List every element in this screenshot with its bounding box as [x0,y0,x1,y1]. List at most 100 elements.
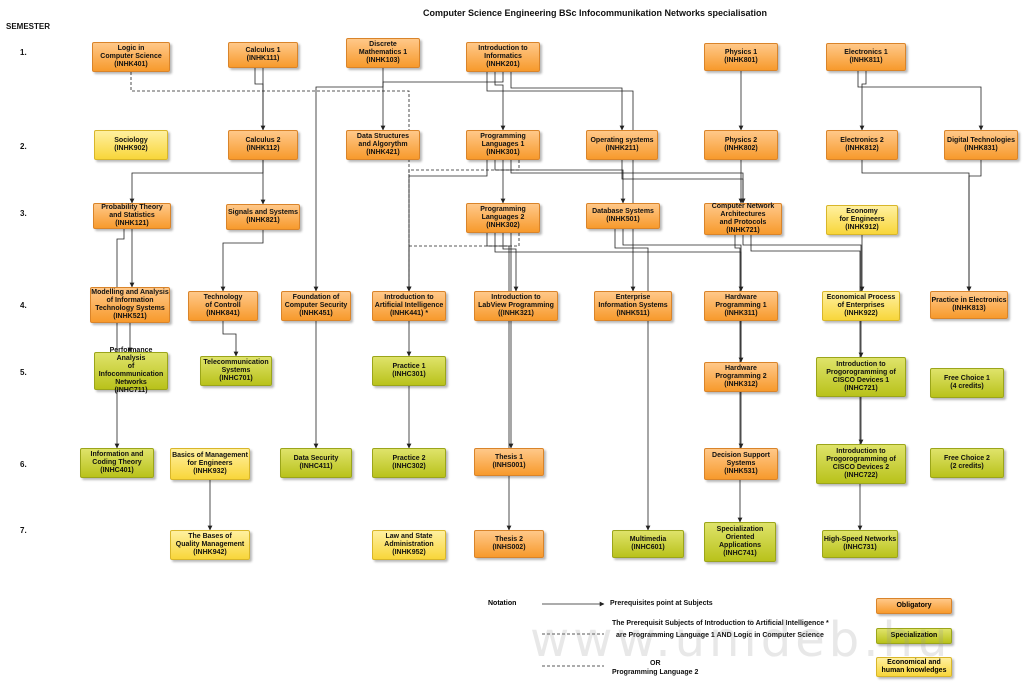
subject-label: Law and State Administration (INHK952) [384,533,434,556]
semester-label: SEMESTER [6,22,51,31]
semester-number: 2. [20,142,27,151]
subject-label: Multimedia (INHC601) [629,536,667,551]
subject-label: Electronics 1 (INHK811) [844,49,888,64]
subject-label: Computer Network Architectures and Proto… [711,203,775,234]
subject-inhk103: Discrete Mathematics 1 (INHK103) [346,38,420,68]
subject-label: Programming Languages 2 (INHK302) [480,206,526,229]
subject-inhk441: Introduction to Artificial Intelligence … [372,291,446,321]
subject-inhk821: Signals and Systems (INHK821) [226,204,300,230]
subject-inhs001: Thesis 1 (INHS001) [474,448,544,476]
semester-number: 1. [20,48,27,57]
subject-label: Technology of Controll (INHK841) [203,294,243,317]
subject-label: Telecommunication Systems (INHC701) [203,359,269,382]
subject-label: Enterprise Information Systems (INHK511) [598,294,668,317]
subject-inhk421: Data Structures and Algorythm (INHK421) [346,130,420,160]
notation-arrow-text: Prerequisites point at Subjects [610,600,713,607]
subject-label: Signals and Systems (INHK821) [227,209,299,224]
subject-label: Modelling and Analysis of Information Te… [91,289,169,320]
subject-label: Information and Coding Theory (INHC401) [90,451,144,474]
edge-inhk302-to-inhk311 [494,233,744,292]
subject-inhk801: Physics 1 (INHK801) [704,43,778,71]
subject-inhk311: Hardware Programming 1 (INHK311) [704,291,778,321]
subject-inhk201: Introduction to Informatics (INHK201) [466,42,540,72]
subject-label: Performance Analysis of Infocommunicatio… [98,347,164,394]
subject-label: Basics of Management for Engineers (INHK… [172,452,248,475]
edge-inhk821-to-inhk841 [220,230,264,292]
subject-label: Specialization Oriented Applications (IN… [716,526,764,557]
subject-inhk312: Hardware Programming 2 (INHK312) [704,362,778,392]
subject-label: Programming Languages 1 (INHK301) [480,133,526,156]
semester-number: 5. [20,368,27,377]
edge-inhk201-to-inhk511 [486,72,636,292]
edge-inhk831-to-inhk813 [966,160,982,292]
subject-inhk501: Database Systems (INHK501) [586,203,660,229]
legend-economical: Economical and human knowledges [876,657,952,677]
subject-label: Physics 2 (INHK802) [724,137,758,152]
subject-label: Probability Theory and Statistics (INHK1… [101,204,163,227]
semester-number: 3. [20,209,27,218]
subject-label: Introduction to Progorogramming of CISCO… [826,448,896,479]
subject-inhk321: Introduction to LabView Programming ((IN… [474,291,558,321]
subject-label: Economy for Engineers (INHK912) [839,208,885,231]
edge-inhk201-to-inhk301 [494,72,506,131]
subject-inhk813: Practice in Electronics (INHK813) [930,291,1008,319]
edge-inhk201-to-inhk421 [380,72,504,131]
notation-or-text-2: Programming Language 2 [612,669,699,676]
subject-inhc722: Introduction to Progorogramming of CISCO… [816,444,906,484]
subject-inhk302: Programming Languages 2 (INHK302) [466,203,540,233]
subject-label: Introduction to LabView Programming ((IN… [478,294,554,317]
edge-inhk201-to-inhk211 [510,72,625,131]
subject-inhk841: Technology of Controll (INHK841) [188,291,258,321]
notation-label: Notation [488,600,517,607]
legend-obligatory: Obligatory [876,598,952,614]
subject-inhk401: Logic in Computer Science (INHK401) [92,42,170,72]
subject-label: The Bases of Quality Management (INHK942… [175,533,245,556]
subject-label: Sociology (INHK902) [114,137,148,152]
subject-inhk511: Enterprise Information Systems (INHK511) [594,291,672,321]
subject-fc2: Free Choice 2 (2 credits) [930,448,1004,478]
subject-inhk112: Calculus 2 (INHK112) [228,130,298,160]
subject-inhk521: Modelling and Analysis of Information Te… [90,287,170,323]
notation-dashed-text-2: are Programming Language 1 AND Logic in … [616,632,824,639]
diagram-title: Computer Science Engineering BSc Infocom… [422,8,768,18]
subject-label: Free Choice 2 (2 credits) [944,455,990,470]
subject-inhk952: Law and State Administration (INHK952) [372,530,446,560]
subject-inhk531: Decision Support Systems (INHK531) [704,448,778,480]
edge-inhk302-to-inhk441 [406,233,520,292]
subject-label: Practice 1 (INHC301) [392,363,426,378]
subject-inhk111: Calculus 1 (INHK111) [228,42,298,68]
subject-label: Thesis 2 (INHS002) [492,536,526,551]
edge-inhk121-to-inhc401 [114,229,125,449]
subject-inhc711: Performance Analysis of Infocommunicatio… [94,347,168,394]
subject-inhk121: Probability Theory and Statistics (INHK1… [93,203,171,229]
edge-inhk103-to-inhk451 [313,68,384,292]
subject-label: Digital Technologies (INHK831) [947,137,1015,152]
subject-inhc401: Information and Coding Theory (INHC401) [80,448,154,478]
subject-inhk721: Computer Network Architectures and Proto… [704,203,782,235]
subject-label: Logic in Computer Science (INHK401) [100,45,162,68]
subject-inhs002: Thesis 2 (INHS002) [474,530,544,558]
subject-label: Free Choice 1 (4 credits) [944,375,990,390]
subject-label: Calculus 1 (INHK111) [245,47,281,62]
notation-or-text: OR [650,660,661,667]
legend-specialization: Specialization [876,628,952,644]
subject-label: Decision Support Systems (INHK531) [712,452,770,475]
subject-label: Introduction to Progorogramming of CISCO… [826,361,896,392]
subject-inhc741: Specialization Oriented Applications (IN… [704,522,776,562]
subject-label: Database Systems (INHK501) [592,208,654,223]
subject-label: Introduction to Artificial Intelligence … [374,294,444,317]
subject-fc1: Free Choice 1 (4 credits) [930,368,1004,398]
subject-inhc301: Practice 1 (INHC301) [372,356,446,386]
subject-label: Data Security (INHC411) [293,455,339,470]
subject-inhc731: High-Speed Networks (INHC731) [822,530,898,558]
subject-inhc302: Practice 2 (INHC302) [372,448,446,478]
edge-inhk112-to-inhk121 [129,160,264,204]
subject-label: Practice in Electronics (INHK813) [931,297,1007,312]
subject-inhk811: Electronics 1 (INHK811) [826,43,906,71]
edge-inhk302-to-inhs002 [486,233,512,531]
subject-label: Discrete Mathematics 1 (INHK103) [358,41,408,64]
subject-inhk932: Basics of Management for Engineers (INHK… [170,448,250,480]
subject-label: Hardware Programming 2 (INHK312) [715,365,767,388]
